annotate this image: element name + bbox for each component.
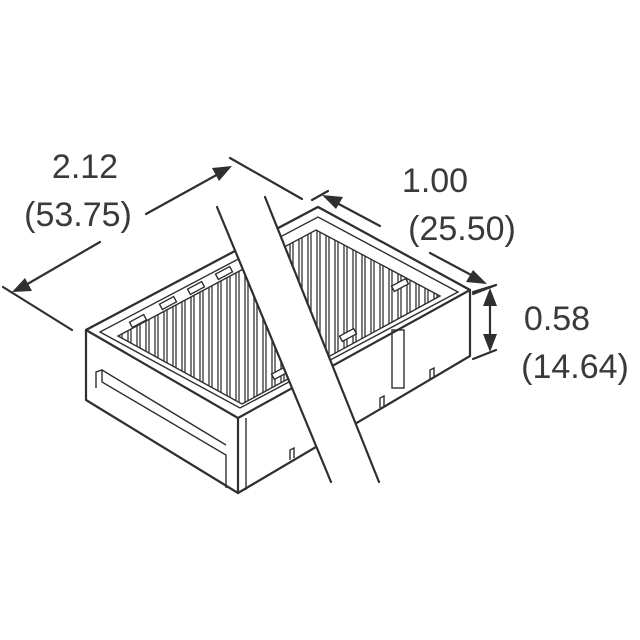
height-dimension-line xyxy=(471,283,498,361)
height-mm-label: (14.64) xyxy=(521,348,629,386)
arrow-head-icon xyxy=(483,334,497,352)
length-inches-label: 2.12 xyxy=(51,148,119,186)
arrow-head-icon xyxy=(322,195,343,209)
width-mm-label: (25.50) xyxy=(408,210,516,248)
width-inches-label: 1.00 xyxy=(401,162,469,200)
arrow-head-icon xyxy=(483,288,497,306)
break-band xyxy=(215,195,381,484)
length-dimension-line xyxy=(1,156,304,332)
arrow-head-icon xyxy=(12,278,32,292)
arrow-head-icon xyxy=(212,166,232,181)
height-inches-label: 0.58 xyxy=(523,300,591,338)
arrow-head-icon xyxy=(466,270,487,284)
length-mm-label: (53.75) xyxy=(24,196,132,234)
